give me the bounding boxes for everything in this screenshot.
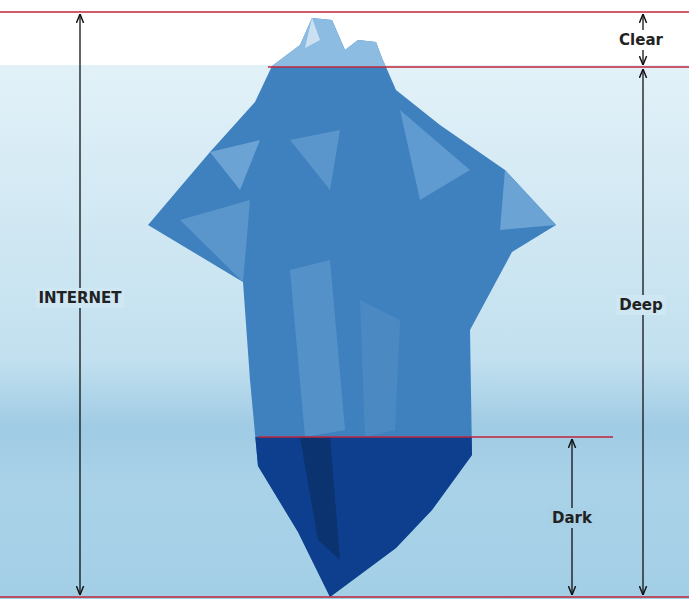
iceberg xyxy=(148,18,556,597)
dimension-arrows xyxy=(80,14,643,595)
boundary-lines xyxy=(0,12,689,597)
dimension-label: Clear xyxy=(616,30,666,50)
dimension-label: Deep xyxy=(616,295,666,315)
dimension-label: INTERNET xyxy=(35,288,124,308)
dimension-label: Dark xyxy=(549,508,595,528)
